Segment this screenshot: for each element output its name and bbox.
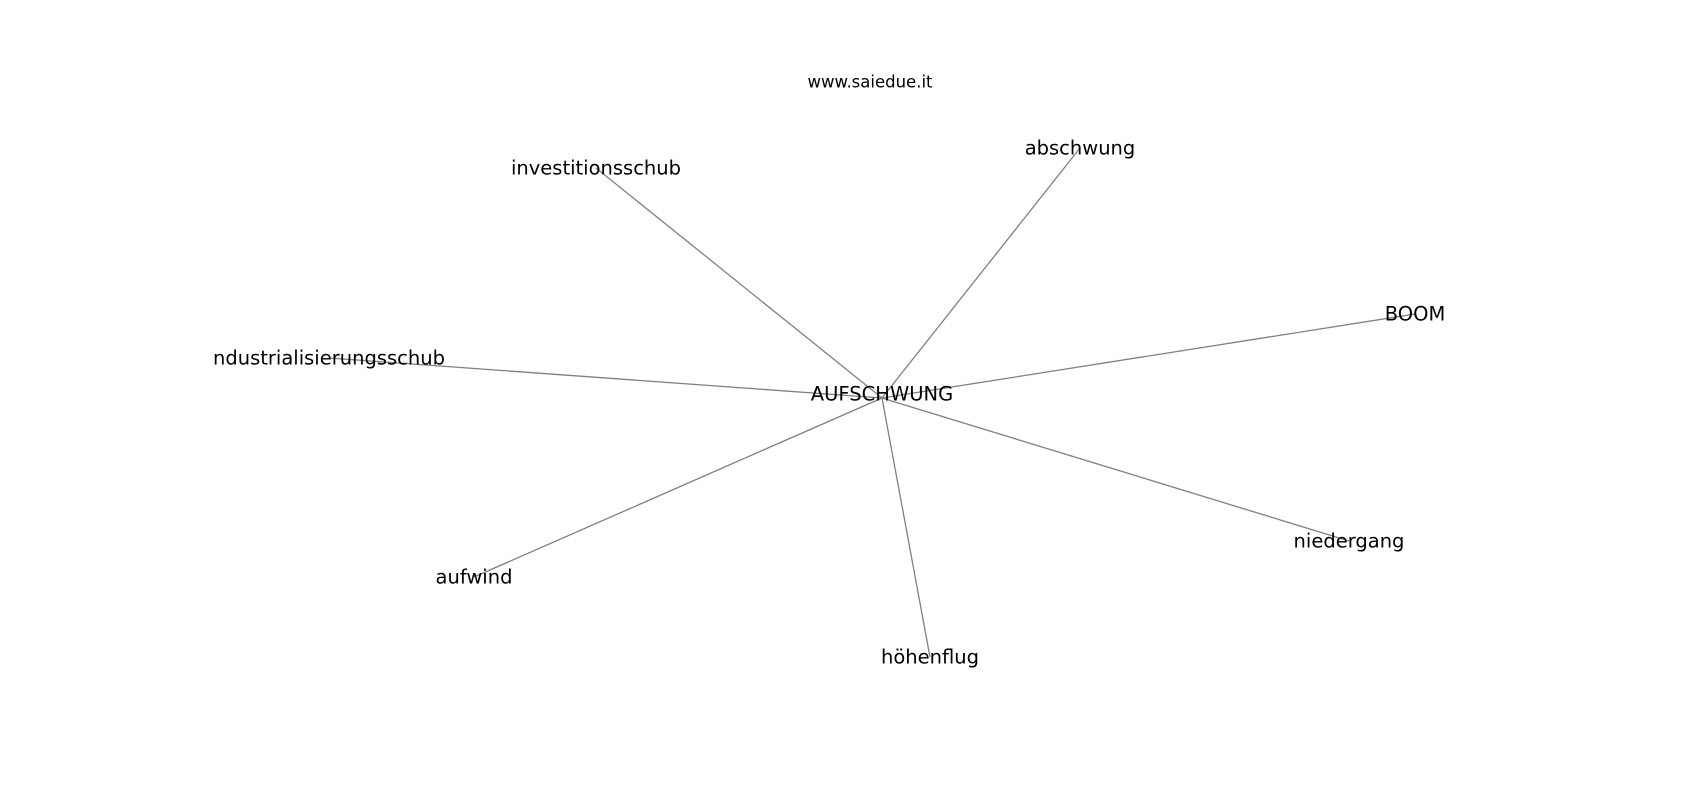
node-label-boom[interactable]: BOOM xyxy=(1385,303,1446,326)
node-label-investitionsschub[interactable]: investitionsschub xyxy=(511,157,681,180)
edge-center-boom xyxy=(881,313,1416,399)
edge-center-industrialisierungsschub xyxy=(328,357,883,399)
node-label-hoehenflug[interactable]: höhenflug xyxy=(881,646,979,669)
edges-layer xyxy=(328,147,1416,658)
node-label-aufwind[interactable]: aufwind xyxy=(436,566,513,589)
edge-center-niedergang xyxy=(881,397,1350,542)
node-label-center[interactable]: AUFSCHWUNG xyxy=(811,383,953,406)
node-label-abschwung[interactable]: abschwung xyxy=(1025,137,1136,160)
node-label-industrialisierungsschub[interactable]: ndustrialisierungsschub xyxy=(213,347,445,370)
labels-layer: AUFSCHWUNG investitionsschub abschwung B… xyxy=(213,137,1445,669)
edge-center-abschwung xyxy=(881,147,1081,399)
watermark-text: www.saiedue.it xyxy=(807,73,933,92)
edge-center-investitionsschub xyxy=(595,167,883,399)
node-label-niedergang[interactable]: niedergang xyxy=(1294,530,1405,553)
edge-center-aufwind xyxy=(473,397,883,578)
edge-center-hoehenflug xyxy=(881,397,931,658)
